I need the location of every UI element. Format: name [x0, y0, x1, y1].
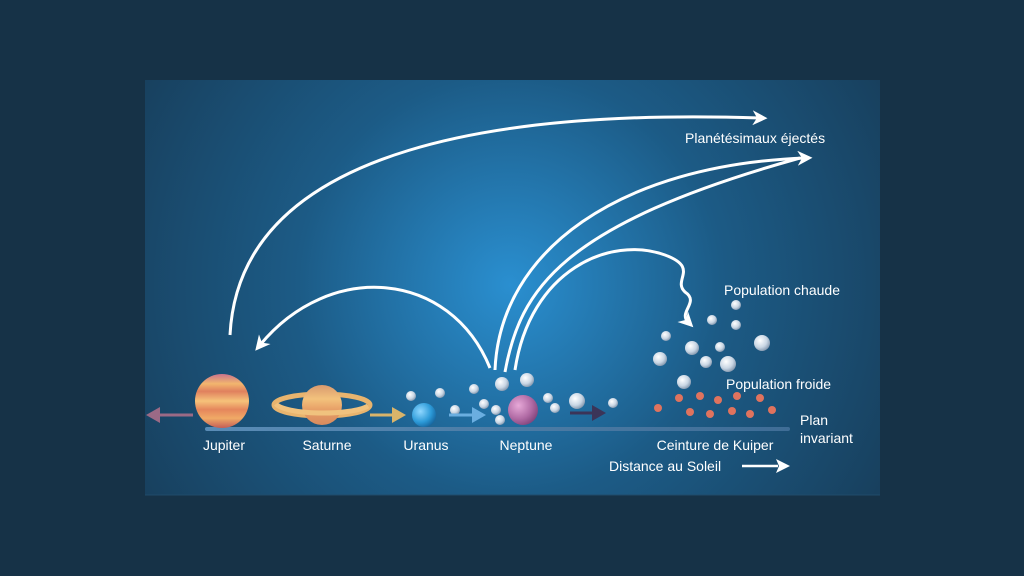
invariant-plane-label-line1: Plan [800, 412, 828, 428]
cold-population-label: Population froide [726, 376, 831, 392]
ejected-planetesimals-label: Planétésimaux éjectés [685, 130, 825, 146]
saturn-planet [271, 385, 373, 425]
neptune-planet [508, 395, 538, 425]
distance-from-sun-label: Distance au Soleil [609, 458, 721, 474]
jupiter-planet [195, 374, 249, 428]
inward-scatter-arc [255, 285, 492, 369]
planet-label-saturne: Saturne [302, 437, 351, 453]
kuiper-belt-label: Ceinture de Kuiper [657, 437, 774, 453]
ejection-arc-jupiter [228, 110, 768, 336]
cold-population-dots [654, 392, 776, 418]
distance-arrow-icon [742, 459, 790, 473]
invariant-plane-line [205, 427, 790, 431]
diagram-panel [145, 80, 880, 495]
uranus-planet [412, 403, 436, 427]
saturn-migration-arrow [370, 407, 406, 423]
kuiper-capture-arc [513, 248, 694, 371]
neptune-migration-arrow [570, 405, 606, 421]
planet-label-jupiter: Jupiter [203, 437, 245, 453]
uranus-migration-arrow [449, 407, 486, 423]
hot-population-label: Population chaude [724, 282, 840, 298]
planet-label-uranus: Uranus [403, 437, 448, 453]
planet-label-neptune: Neptune [500, 437, 553, 453]
invariant-plane-label-line2: invariant [800, 430, 853, 446]
hot-population-dots [653, 300, 770, 389]
ejection-arc-inner [503, 156, 801, 373]
jupiter-migration-arrow [146, 407, 193, 423]
ejection-arc-outer [493, 150, 813, 371]
planetesimal-cluster [406, 373, 618, 425]
